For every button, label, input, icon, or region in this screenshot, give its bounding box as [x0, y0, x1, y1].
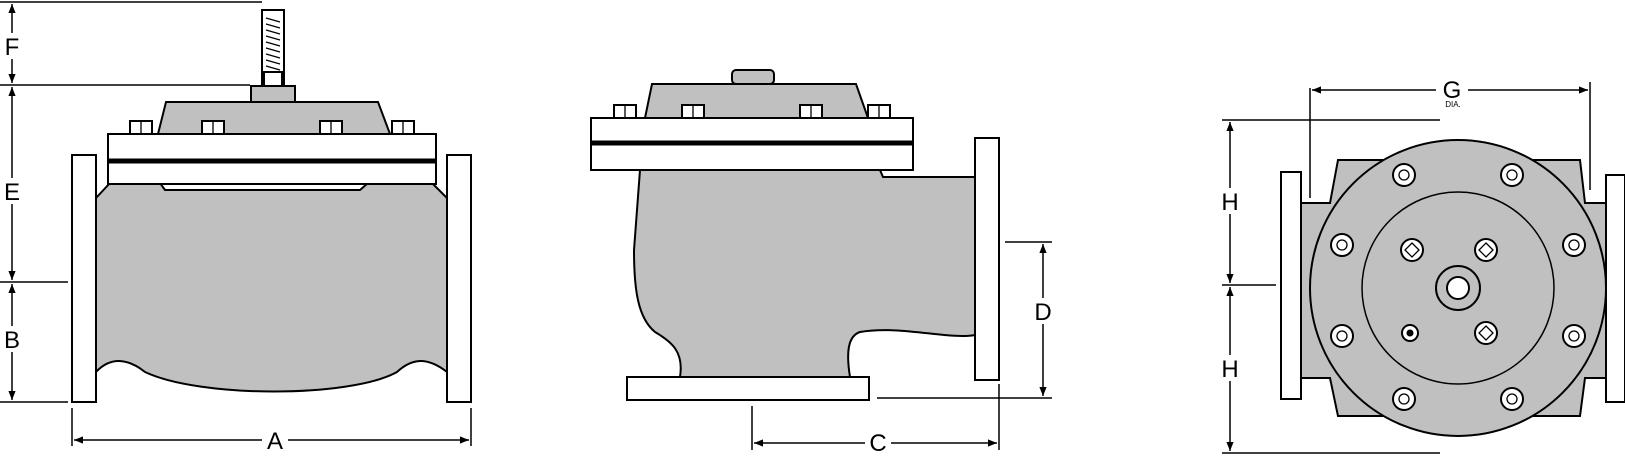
cover-bolts	[1330, 163, 1586, 411]
globe-valve-side-view	[71, 9, 472, 403]
bonnet	[156, 101, 392, 135]
angle-bonnet	[643, 83, 870, 119]
dim-label-g-note: DIA.	[1445, 100, 1461, 109]
dim-label-f: F	[5, 34, 20, 61]
left-flange	[71, 154, 97, 403]
dim-label-g: G	[1443, 77, 1462, 104]
bottom-flange	[626, 376, 870, 401]
angle-valve-side-view	[590, 69, 1000, 401]
middle-view-dimensions: D C	[751, 241, 1055, 457]
valve-top-view	[1280, 139, 1625, 437]
dim-label-b: B	[4, 327, 20, 354]
dim-label-a: A	[267, 428, 283, 455]
dim-label-c: C	[869, 430, 886, 456]
angle-valve-body	[632, 169, 976, 378]
bonnet-bolts	[129, 120, 415, 135]
top-left-flange	[1280, 171, 1302, 400]
right-view-dimensions: G DIA. H H	[1216, 76, 1591, 454]
valve-body	[95, 182, 448, 393]
left-view-dimensions: F E B A	[0, 1, 472, 455]
inner-fittings	[1400, 238, 1498, 345]
stem-cap	[250, 85, 296, 103]
outlet-flange	[974, 137, 1000, 381]
angle-stem-cap	[731, 69, 775, 85]
dim-label-d: D	[1034, 299, 1051, 326]
dim-label-h-lower: H	[1221, 356, 1238, 383]
angle-bonnet-bolts	[613, 104, 891, 119]
bonnet-dome-outline	[1361, 191, 1555, 385]
right-flange	[446, 154, 472, 403]
dim-label-e: E	[4, 179, 20, 206]
dim-label-h-upper: H	[1221, 189, 1238, 216]
top-right-flange	[1605, 174, 1625, 403]
